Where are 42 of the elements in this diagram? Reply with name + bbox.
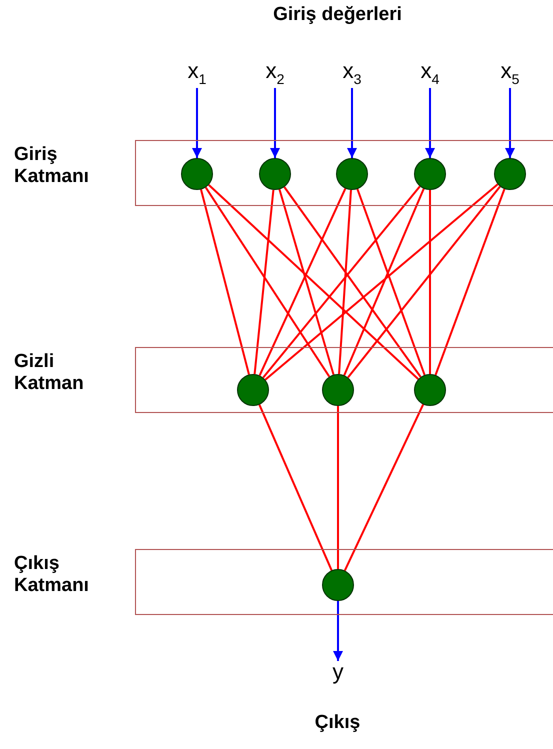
diagram-caption: Çıkış	[314, 712, 362, 734]
neuron-circle	[322, 374, 354, 406]
variable-label: x$_{2}$	[258, 60, 292, 88]
connection-line	[347, 186, 501, 378]
neuron-circle	[237, 374, 269, 406]
neuron-circle	[336, 158, 368, 190]
connection-line	[208, 184, 419, 380]
neuron-circle	[414, 374, 446, 406]
connection-line	[429, 190, 431, 374]
arrow	[333, 601, 343, 661]
layer-label: Çıkış Katmanı	[14, 553, 90, 597]
neuron-circle	[322, 569, 354, 601]
neuron-circle	[259, 158, 291, 190]
variable-label: y	[326, 661, 350, 687]
neuron-circle	[181, 158, 213, 190]
arrow	[270, 88, 280, 158]
connection-line	[356, 188, 426, 376]
variable-label: x$_{4}$	[413, 60, 447, 88]
arrow	[425, 88, 435, 158]
connection-line	[258, 404, 333, 571]
layer-label: Giriş Katmanı	[14, 144, 90, 188]
layer-label: Gizli Katman	[14, 351, 85, 395]
arrow	[505, 88, 515, 158]
diagram-title: Giriş değerleri	[272, 4, 403, 26]
arrow	[347, 88, 357, 158]
arrow	[192, 88, 202, 158]
variable-label: x$_{1}$	[180, 60, 214, 88]
connection-line	[338, 190, 352, 374]
connection-line	[204, 186, 330, 378]
neuron-circle	[494, 158, 526, 190]
variable-label: x$_{5}$	[493, 60, 527, 88]
connection-line	[264, 184, 498, 380]
neuron-circle	[414, 158, 446, 190]
connection-line	[200, 189, 250, 375]
connection-line	[344, 404, 424, 571]
connection-line	[278, 189, 334, 375]
connection-line	[258, 188, 346, 376]
connection-line	[434, 188, 506, 376]
connection-line	[337, 406, 339, 569]
connection-line	[343, 188, 425, 376]
variable-label: x$_{3}$	[335, 60, 369, 88]
connection-line	[254, 190, 274, 374]
